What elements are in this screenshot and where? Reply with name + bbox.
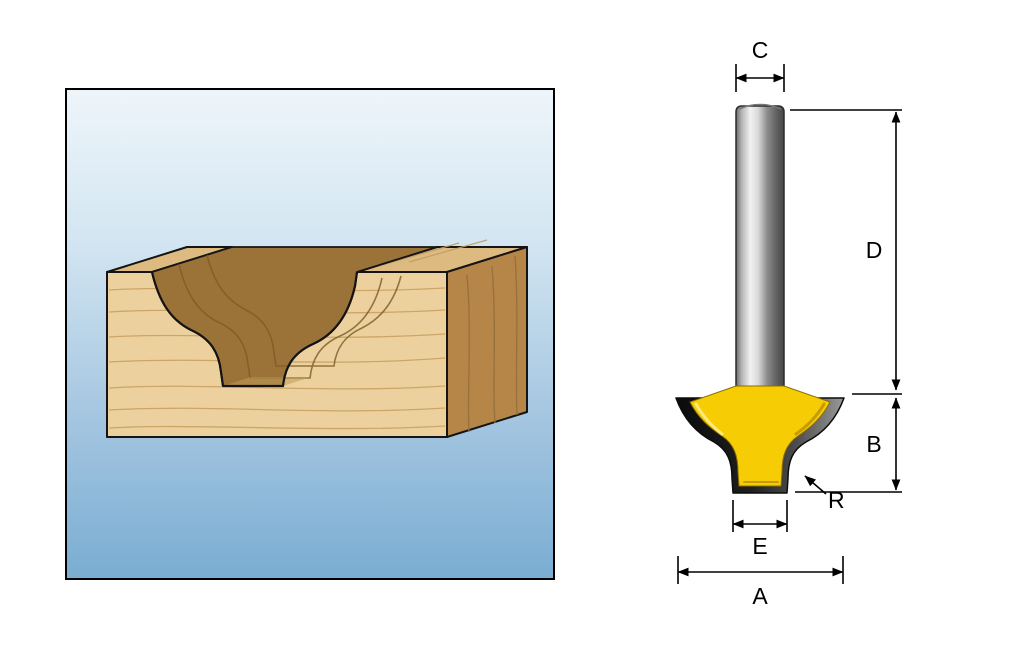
router-bit-dimension-diagram: C D B R E A [675,37,902,609]
dim-r [804,475,827,495]
dim-label-overall-diameter: A [752,583,768,609]
bit-shank-top-chamfer [738,103,782,110]
dim-a [677,556,844,584]
dim-label-tip-width: E [752,533,767,559]
groove-bottom-flat [223,377,311,386]
dim-label-shank-diameter: C [752,37,769,63]
dim-e [732,500,788,532]
dim-b [795,397,902,493]
wood-top-grain-lines [378,239,488,267]
wood-side-face [446,246,528,438]
bit-shank [735,105,785,389]
wood-side-grain-lines [466,255,518,433]
wood-block-illustration [106,239,528,438]
bit-body-shading [694,402,826,483]
bit-body [689,385,831,487]
dim-label-cutting-height: B [866,431,881,457]
wood-profile-panel [65,88,555,580]
dim-label-shank-length: D [866,237,883,263]
groove-front-profile-edge [150,271,359,388]
dim-label-radius: R [828,487,845,513]
dim-c [735,64,785,92]
dim-d [790,109,902,395]
